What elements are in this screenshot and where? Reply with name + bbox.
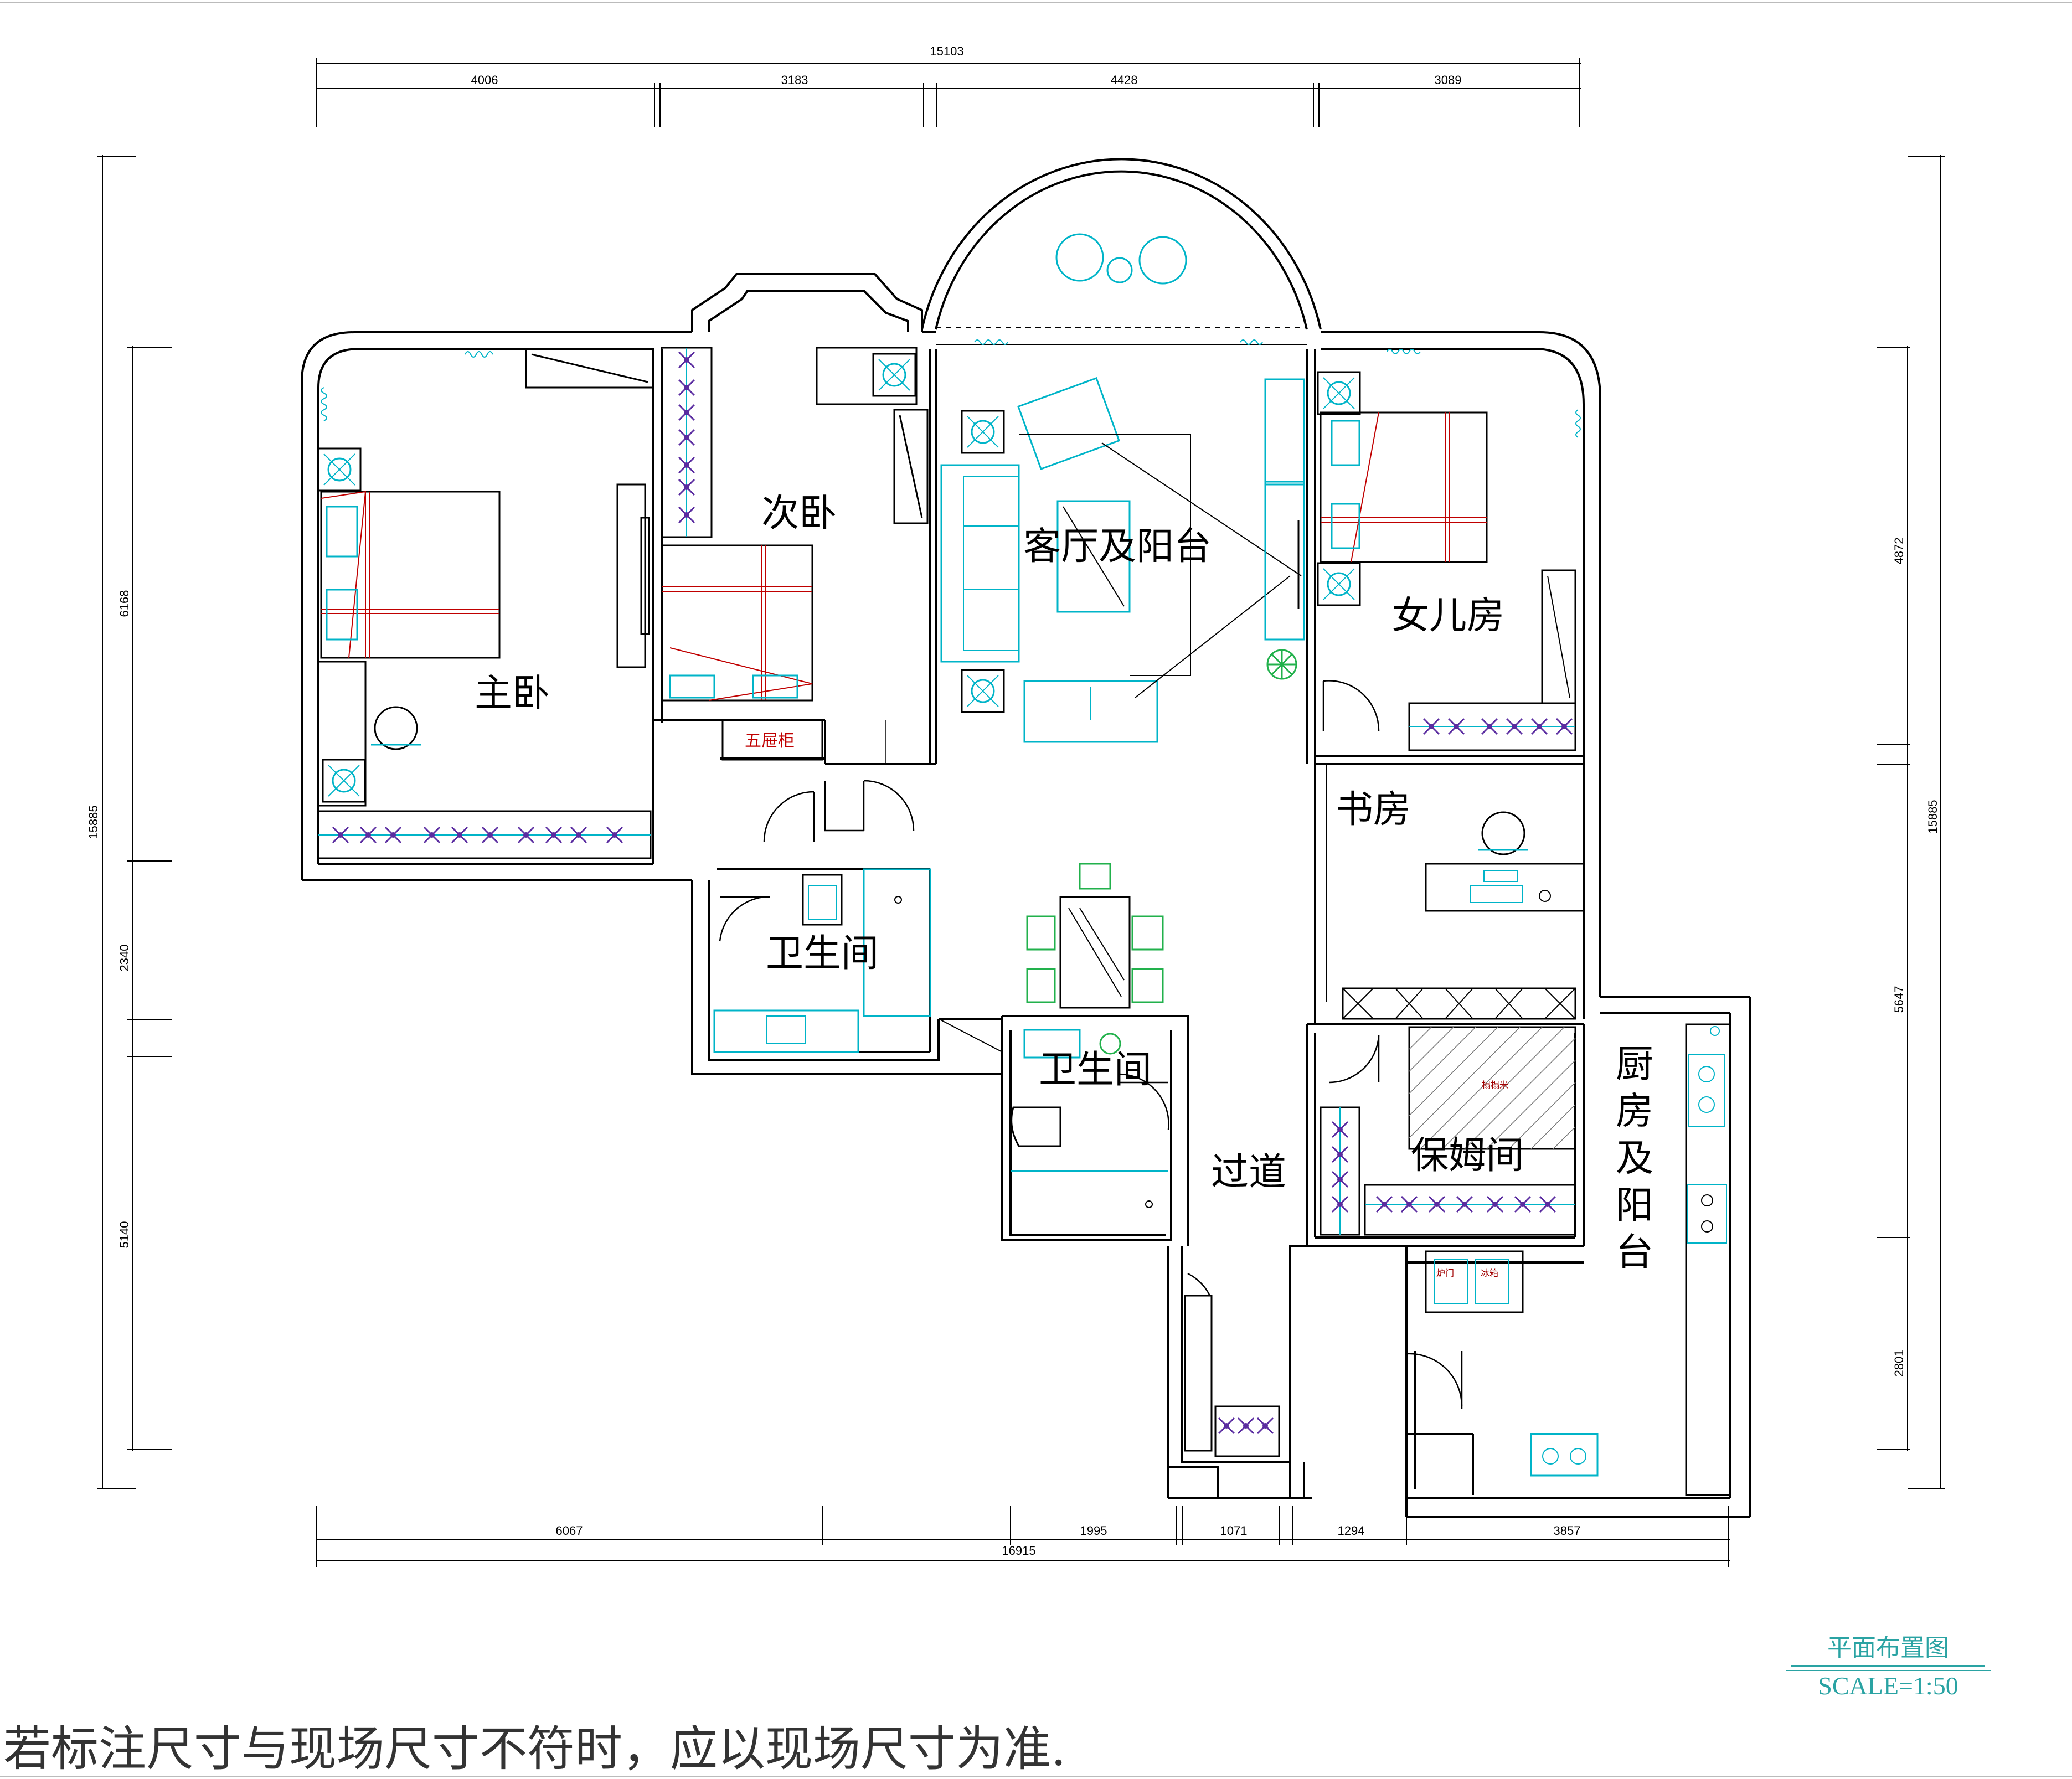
nanny-furniture: 榻榻米 — [1320, 1026, 1576, 1236]
second-bed — [661, 544, 813, 702]
second-lamp — [872, 353, 916, 397]
kitchen-cab-1-label: 炉门 — [1436, 1268, 1454, 1278]
room-label-kitchen-5: 台 — [1616, 1231, 1653, 1275]
daughter-lamp-1 — [1317, 371, 1361, 415]
dim-right-3: 2801 — [1892, 1350, 1906, 1377]
dim-left-2: 2340 — [117, 945, 131, 972]
balcony-furniture — [1055, 233, 1187, 285]
room-label-master: 主卧 — [475, 672, 550, 715]
dim-left-total: 15885 — [86, 805, 100, 839]
cabinet-label: 五屉柜 — [745, 731, 795, 751]
dim-bottom-5: 3857 — [1554, 1524, 1581, 1538]
daughter-furniture — [1320, 349, 1581, 751]
dim-right-1: 4872 — [1892, 538, 1906, 565]
room-label-kitchen-1: 厨 — [1616, 1043, 1653, 1086]
dim-bottom-3: 1071 — [1220, 1524, 1248, 1538]
dining-set — [1026, 863, 1164, 1009]
master-ac — [321, 351, 493, 421]
bathroom-2-fixtures — [1011, 1029, 1168, 1208]
dim-top-2: 3183 — [781, 73, 808, 87]
daughter-lamp-2 — [1317, 562, 1361, 606]
room-labels: 主卧 次卧 客厅及阳台 女儿房 书房 卫生间 卫生间 过道 保姆间 厨 房 及 … — [475, 492, 1653, 1275]
footnote: 若标注尺寸与现场尺寸不符时，应以现场尺寸为准. — [3, 1721, 1066, 1777]
kitchen-fixtures: 炉门 冰箱 — [1425, 1023, 1731, 1496]
drawing-title: 平面布置图 — [1827, 1634, 1949, 1662]
master-bed — [317, 447, 501, 803]
bathroom-1-fixtures — [713, 868, 931, 1053]
room-label-corridor: 过道 — [1211, 1151, 1286, 1194]
study-furniture — [1342, 811, 1585, 1020]
living-lamp-2 — [961, 669, 1005, 713]
sheet-border-bottom — [0, 1776, 2072, 1777]
master-wardrobe — [317, 810, 652, 859]
dim-top-1: 4006 — [471, 73, 498, 87]
kitchen-cab-2-label: 冰箱 — [1481, 1268, 1498, 1278]
dimension-lines — [97, 58, 1945, 1567]
living-lamp-1 — [961, 410, 1005, 454]
dim-bottom-4: 1294 — [1338, 1524, 1365, 1538]
title-underline-2 — [1786, 1670, 1991, 1671]
walls — [301, 158, 1751, 1518]
dim-left-3: 5140 — [117, 1221, 131, 1249]
tatami-label: 榻榻米 — [1482, 1080, 1508, 1090]
room-label-second: 次卧 — [761, 492, 837, 535]
dim-top-3: 4428 — [1111, 73, 1138, 87]
living-plant — [1266, 649, 1297, 680]
dim-bottom-total: 16915 — [1002, 1544, 1035, 1558]
dim-right-total: 15885 — [1926, 800, 1940, 833]
living-furniture — [940, 339, 1305, 743]
dim-bottom-2: 1995 — [1080, 1524, 1107, 1538]
doors — [719, 680, 1463, 1409]
master-tv-cabinet — [317, 348, 654, 807]
second-bedroom-wardrobe — [661, 347, 713, 538]
title-underline — [1791, 1665, 1985, 1667]
title-block: 平面布置图 SCALE=1:50 — [1786, 1628, 1991, 1700]
room-label-kitchen-2: 房 — [1616, 1090, 1653, 1133]
dim-right-2: 5647 — [1892, 986, 1906, 1013]
room-label-kitchen-4: 阳 — [1616, 1184, 1653, 1228]
master-vanity — [371, 706, 421, 750]
sheet-border-top — [0, 2, 2072, 3]
five-drawer-cabinet: 五屉柜 — [721, 719, 823, 761]
corridor-cabinet — [1184, 1295, 1280, 1457]
room-label-kitchen-3: 及 — [1616, 1137, 1653, 1180]
dim-bottom-1: 6067 — [556, 1524, 583, 1538]
room-label-bath-1: 卫生间 — [766, 932, 879, 976]
room-label-living: 客厅及阳台 — [1023, 525, 1212, 569]
room-label-daughter: 女儿房 — [1391, 594, 1504, 638]
second-bedroom-desk — [816, 347, 929, 524]
room-label-nanny: 保姆间 — [1411, 1134, 1524, 1178]
dimension-texts: 15103 4006 3183 4428 3089 15885 6168 234… — [86, 44, 1940, 1558]
room-label-study: 书房 — [1336, 788, 1411, 832]
dim-left-1: 6168 — [117, 590, 131, 617]
dim-top-4: 3089 — [1435, 73, 1462, 87]
dim-top-total: 15103 — [930, 44, 963, 58]
drawing-scale: SCALE=1:50 — [1818, 1672, 1958, 1700]
room-label-bath-2: 卫生间 — [1039, 1048, 1152, 1092]
